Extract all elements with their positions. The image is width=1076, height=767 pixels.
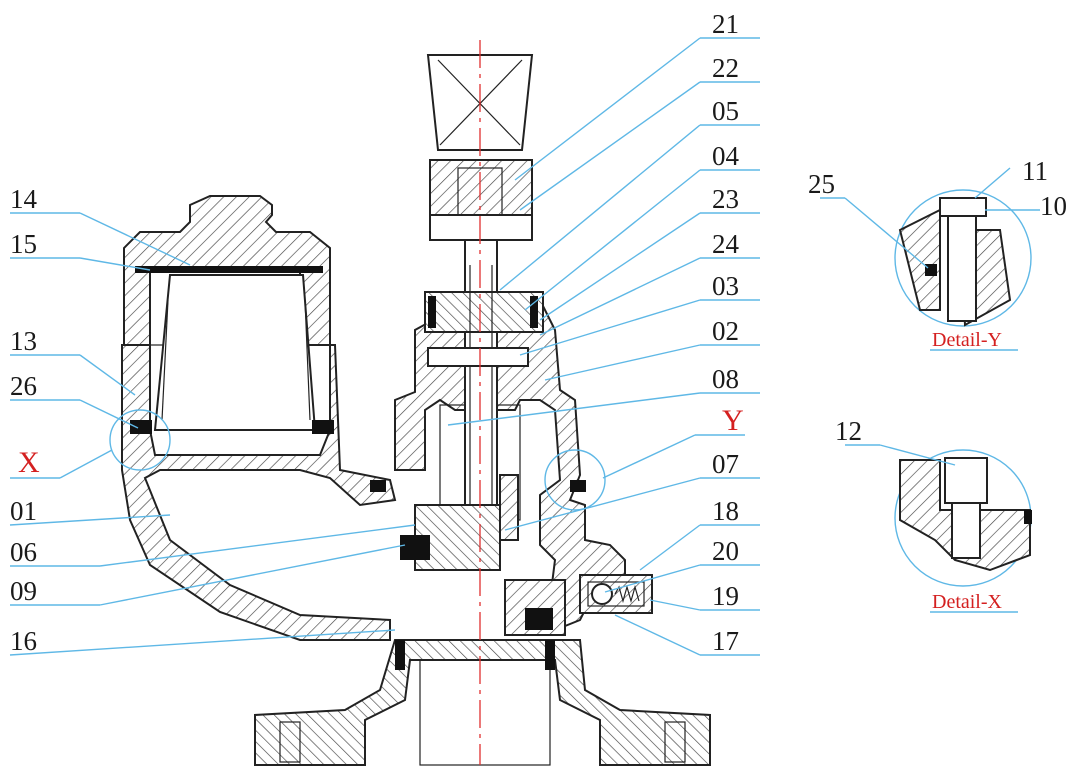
flame-arrester-element: [153, 274, 317, 431]
label-21: 21: [712, 9, 739, 39]
valve-base-flange: [254, 639, 711, 766]
label-12: 12: [835, 416, 862, 446]
label-17: 17: [712, 626, 739, 656]
detail-y-view: [894, 189, 1032, 327]
label-13: 13: [10, 326, 37, 356]
valve-stem: [464, 234, 498, 521]
detail-markers: X Y Detail-Y Detail-X: [18, 329, 1003, 613]
label-10: 10: [1040, 191, 1067, 221]
label-05: 05: [712, 96, 739, 126]
right-part-labels: 21 22 05 04 23 24 03 02 08 07 18 20 19 1…: [712, 9, 740, 656]
detail-y-circle: [544, 449, 606, 511]
left-part-labels: 14 15 13 26 01 06 09 16: [10, 184, 38, 656]
detail-x-circle: [109, 409, 171, 471]
label-24: 24: [712, 229, 740, 259]
label-03: 03: [712, 271, 739, 301]
detail-x-caption: Detail-X: [932, 591, 1003, 613]
drain-plug-assembly: [579, 574, 653, 614]
label-09: 09: [10, 576, 37, 606]
detail-y-caption: Detail-Y: [932, 329, 1002, 351]
label-02: 02: [712, 316, 739, 346]
disc-and-seals: [370, 480, 586, 636]
label-23: 23: [712, 184, 739, 214]
label-07: 07: [712, 449, 739, 479]
label-18: 18: [712, 496, 739, 526]
marker-y: Y: [722, 404, 744, 437]
marker-x: X: [18, 446, 40, 479]
label-08: 08: [712, 364, 739, 394]
label-19: 19: [712, 581, 739, 611]
label-06: 06: [10, 537, 37, 567]
label-22: 22: [712, 53, 739, 83]
label-04: 04: [712, 141, 740, 171]
label-20: 20: [712, 536, 739, 566]
label-25: 25: [808, 169, 835, 199]
label-15: 15: [10, 229, 37, 259]
label-26: 26: [10, 371, 37, 401]
label-16: 16: [10, 626, 37, 656]
detail-part-labels: 11 10 25 12: [808, 156, 1067, 446]
leader-lines: [9, 37, 1040, 656]
label-01: 01: [10, 496, 37, 526]
arrester-body: [121, 344, 397, 641]
label-14: 14: [10, 184, 38, 214]
label-11: 11: [1022, 156, 1048, 186]
detail-x-view: [894, 449, 1032, 587]
bonnet-and-gland: [424, 291, 544, 541]
